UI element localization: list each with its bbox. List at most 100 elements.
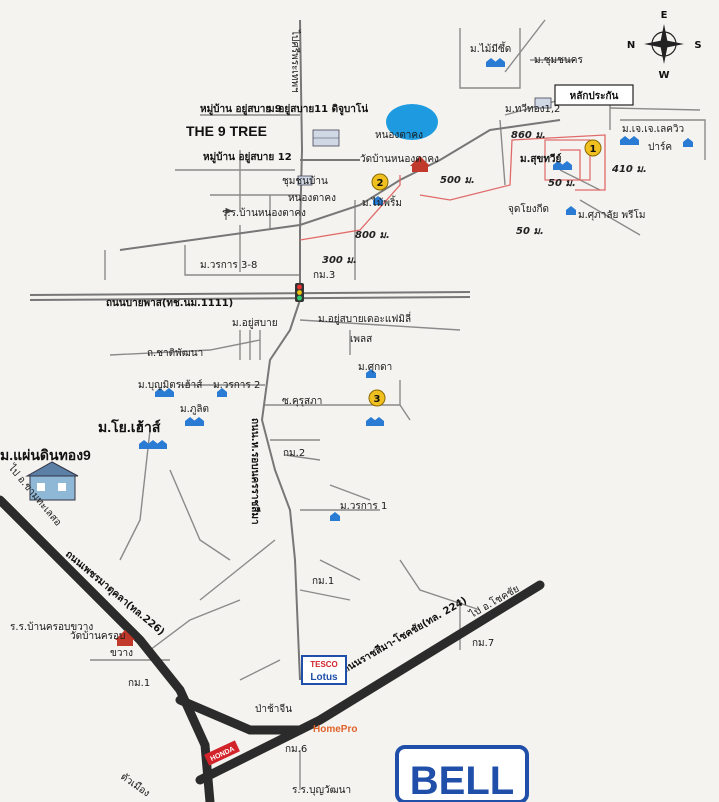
label-park: ปาร์ค [648, 141, 672, 153]
distance-800: 800 ม. [355, 230, 390, 241]
lakprakan-box [554, 84, 634, 106]
label-m-yusabai-family: ม.อยู่สบายเดอะแฟมิลี่ [318, 311, 411, 325]
distance-860: 860 ม. [511, 130, 546, 141]
homepro-logo: HomePro [313, 724, 357, 735]
marker-2: 2 [371, 173, 389, 191]
label-rr-bunwattana: ร.ร.บุญวัฒนา [292, 785, 351, 796]
label-chumchon: ชุมชนบ้าน [282, 175, 328, 187]
label-m-maiprim: ม.ไม้พริ้ม [362, 195, 402, 209]
house-large-icon [25, 461, 79, 501]
building-icon [534, 97, 552, 109]
label-khwang: ขวาง [110, 648, 133, 659]
house-icon [486, 58, 496, 67]
label-m-sukda: ม.ศุกดา [358, 362, 392, 373]
marker-3-label: 3 [374, 394, 381, 405]
label-school-nongtakong: ร.ร.บ้านหนองตาคง [222, 207, 306, 219]
label-pisaduan: ไปศรีพระเทพฯ [289, 29, 301, 93]
bell-text: BELL [410, 759, 514, 802]
distance-labels: 860 ม. 410 ม. 50 ม. 50 ม. 500 ม. 800 ม. … [322, 130, 647, 266]
label-wat-nongtakong: วัดบ้านหนองตาคง [360, 153, 439, 165]
distance-50a: 50 ม. [548, 178, 576, 189]
label-the9tree: THE 9 TREE [186, 123, 267, 139]
house-icon [373, 196, 383, 205]
route-lines [299, 134, 606, 241]
compass-rose: E W N S [627, 10, 702, 81]
label-nongtakong: หนองตาคง [375, 130, 423, 141]
label-taiwanmueang: ตัวเมือง [118, 771, 152, 800]
label-m-maimisuk: ม.ไม้มีซึ้ด [470, 41, 511, 55]
label-m-yohouse: ม.โย.เฮ้าส์ [98, 418, 161, 435]
marker-3: 3 [368, 389, 386, 407]
label-km7: กม.7 [472, 638, 494, 649]
house-icon [139, 440, 149, 449]
minor-roads [90, 19, 706, 790]
label-road-vertical: ถนน.ห.รอบนครราชสีมา [249, 418, 261, 525]
house-icon [566, 206, 576, 215]
house-icon [366, 417, 376, 426]
compass-s: S [694, 40, 701, 51]
label-m-worakan: ม.วรการ 3-8 [200, 260, 257, 271]
label-m-jjlakeview: ม.เจ.เจ.เลควิว [622, 124, 684, 135]
compass-e: E [661, 10, 668, 21]
building-icon [312, 129, 340, 147]
label-m-sukhsabai: ม.สุขทวีย์ [520, 153, 562, 165]
tesco-text: TESCO [310, 660, 338, 669]
house-icon [495, 58, 505, 67]
label-plus: เพลส [350, 334, 372, 345]
distance-300: 300 ม. [322, 255, 357, 266]
house-icon [374, 417, 384, 426]
label-sor-kuspa: ซ.คุรุสภา [282, 396, 322, 407]
label-km1-right: กม.1 [312, 576, 334, 587]
house-icons [139, 58, 693, 521]
label-km6: กม.6 [285, 744, 307, 755]
house-icon [217, 388, 227, 397]
temple-icon [410, 156, 430, 172]
label-judyongkid: จุดโยงกีด [508, 202, 549, 215]
house-icon [562, 161, 572, 170]
label-km1-left: กม.1 [128, 678, 150, 689]
house-icon [366, 369, 376, 378]
house-icon [155, 388, 165, 397]
lotus-text: Lotus [310, 672, 338, 683]
distance-500: 500 ม. [440, 175, 475, 186]
temple-icon [115, 630, 135, 646]
house-icon [185, 417, 195, 426]
label-m-yusabai: ม.อยู่สบาย [232, 318, 278, 329]
house-icon [629, 136, 639, 145]
label-m-phaendin: ม.แผ่นดินทอง9 [0, 447, 91, 463]
school-flag-icon [225, 208, 233, 220]
house-icon [148, 440, 158, 449]
label-m-phulit: ม.ภูลิต [180, 404, 209, 415]
label-chatpatthana: ถ.ชาติพัฒนา [147, 348, 203, 359]
house-icon [330, 512, 340, 521]
label-lakprakan: หลักประกัน [570, 90, 619, 102]
label-km2: กม.2 [283, 448, 305, 459]
compass-w: W [658, 70, 669, 81]
marker-1-label: 1 [590, 144, 597, 155]
house-icon [683, 138, 693, 147]
label-km3: กม.3 [313, 270, 335, 281]
compass-n: N [627, 40, 635, 51]
bell-logo: BELL [395, 745, 529, 802]
distance-410: 410 ม. [611, 164, 647, 175]
building-icon [297, 175, 313, 186]
label-m-yusabai11: ม.อยู่สบาย11 ดิจูบาโน่ [268, 102, 368, 116]
label-m-thawithong: ม.ทวีทอง1,2 [505, 103, 560, 115]
label-m-worakan1: ม.วรการ 1 [340, 501, 387, 512]
label-m-supalai: ม.ศุภาลัย พรีโม [578, 208, 645, 221]
label-m-bunyamitra: ม.บุญมิตรเฮ้าส์ [138, 379, 202, 391]
marker-1: 1 [584, 139, 602, 157]
homepro-text: HomePro [313, 724, 357, 735]
label-rr-bankrok: ร.ร.บ้านครอบขวาง [10, 621, 93, 633]
tesco-lotus-logo: TESCO Lotus [301, 655, 347, 685]
distance-50b: 50 ม. [516, 226, 544, 237]
house-icon [620, 136, 630, 145]
house-icon [553, 161, 563, 170]
lake [386, 104, 438, 140]
label-m-worakan2: ม.วรการ 2 [213, 380, 260, 391]
house-icon [194, 417, 204, 426]
label-wat-bankrok: วัดบ้านครอบ [70, 630, 125, 642]
label-mooban12: หมู่บ้าน อยู่สบาย 12 [203, 151, 292, 164]
traffic-light-icon [295, 283, 304, 302]
